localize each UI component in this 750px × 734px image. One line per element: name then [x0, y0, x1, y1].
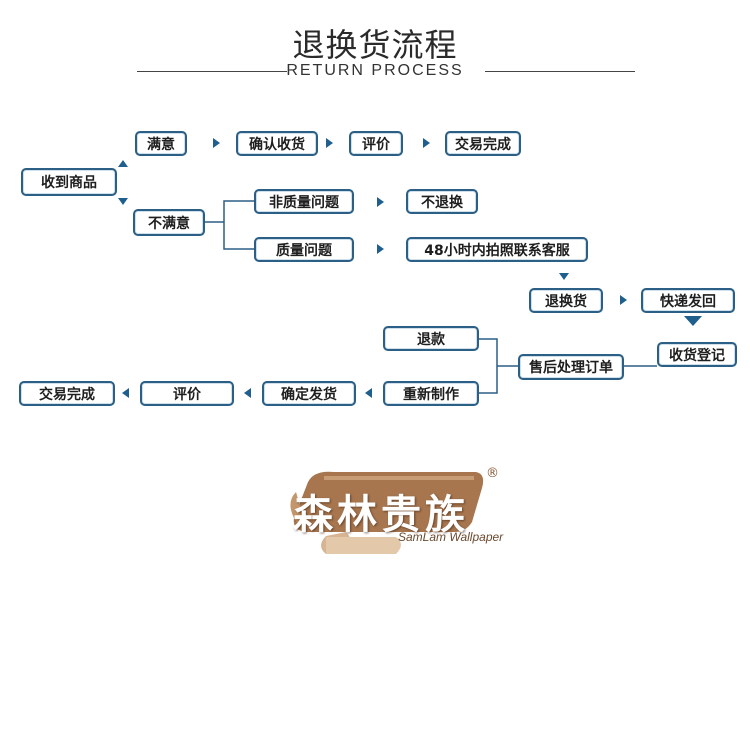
node-no-return: 不退换	[406, 189, 478, 214]
brand-name-cn: 森林贵族	[293, 492, 469, 538]
arrow-right-icon	[326, 138, 333, 148]
registered-mark: ®	[486, 466, 499, 481]
arrow-right-icon	[213, 138, 220, 148]
arrow-right-icon	[423, 138, 430, 148]
arrow-down-icon	[559, 273, 569, 280]
node-refund: 退款	[383, 326, 479, 351]
arrow-left-icon	[122, 388, 129, 398]
brand-logo	[290, 471, 484, 554]
node-express-send-back: 快递发回	[641, 288, 735, 313]
node-return-exchange: 退换货	[529, 288, 603, 313]
node-remake: 重新制作	[383, 381, 479, 406]
arrow-right-icon	[377, 244, 384, 254]
node-quality-issue: 质量问题	[254, 237, 354, 262]
title-rule-right	[485, 71, 635, 72]
node-unsatisfied: 不满意	[133, 209, 205, 236]
title-rule-left	[137, 71, 287, 72]
node-non-quality-issue: 非质量问题	[254, 189, 354, 214]
arrow-right-icon	[377, 197, 384, 207]
arrow-up-icon	[118, 160, 128, 167]
node-confirm-receipt: 确认收货	[236, 131, 318, 156]
node-satisfied: 满意	[135, 131, 187, 156]
arrow-left-icon	[365, 388, 372, 398]
page-title: 退换货流程	[292, 26, 458, 64]
arrow-down-icon	[118, 198, 128, 205]
page-subtitle: RETURN PROCESS	[286, 62, 464, 79]
node-after-sale-order: 售后处理订单	[518, 354, 624, 380]
arrow-left-icon	[244, 388, 251, 398]
node-contact-48h: 48小时内拍照联系客服	[406, 237, 588, 262]
node-deal-done-top: 交易完成	[445, 131, 521, 156]
node-deal-done-bottom: 交易完成	[19, 381, 115, 406]
arrow-down-icon	[684, 316, 702, 326]
node-received: 收到商品	[21, 168, 117, 196]
brand-name-en: SamLam Wallpaper	[398, 530, 504, 544]
node-review-bottom: 评价	[140, 381, 234, 406]
node-confirm-ship: 确定发货	[262, 381, 356, 406]
node-receipt-register: 收货登记	[657, 342, 737, 367]
node-review-top: 评价	[349, 131, 403, 156]
arrow-right-icon	[620, 295, 627, 305]
